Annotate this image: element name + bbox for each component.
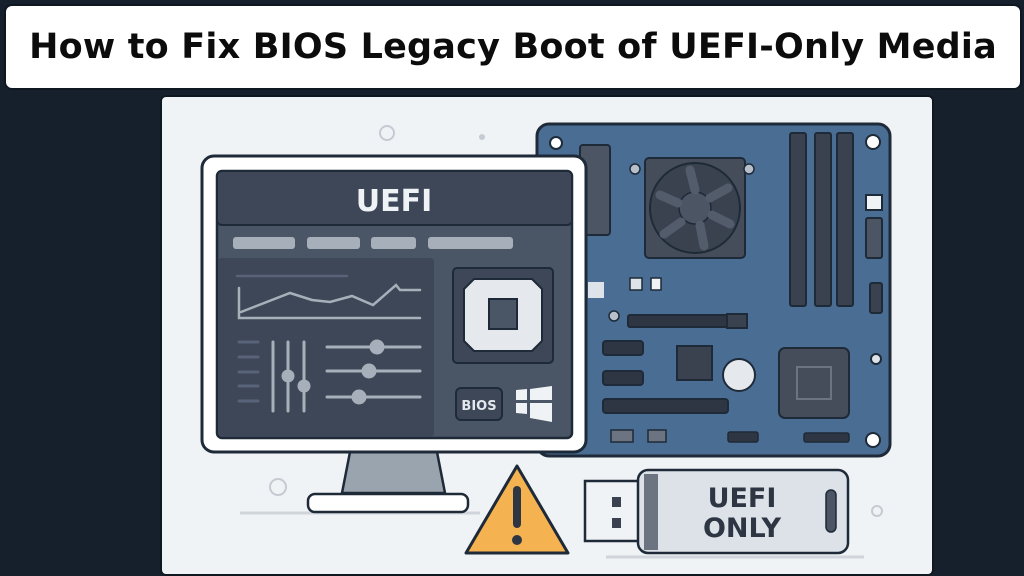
ram-slots xyxy=(789,132,854,307)
decor-circle xyxy=(269,478,287,496)
cpu-fan-icon xyxy=(644,157,746,259)
graph-icon xyxy=(235,274,422,320)
slider-icons xyxy=(237,339,422,413)
windows-logo-icon xyxy=(516,386,552,422)
bios-chip-icon: BIOS xyxy=(455,387,503,421)
cpu-chip-icon xyxy=(452,267,554,364)
usb-label-line2: ONLY xyxy=(703,513,782,544)
bios-label: BIOS xyxy=(461,399,496,414)
usb-drive-icon: UEFI ONLY xyxy=(583,468,850,555)
motherboard xyxy=(535,122,892,458)
monitor: BIOS UEFI xyxy=(200,154,588,514)
usb-label-line1: UEFI xyxy=(708,483,777,514)
decor-circle xyxy=(871,505,883,517)
screen-title: UEFI xyxy=(356,184,433,219)
page-title: How to Fix BIOS Legacy Boot of UEFI-Only… xyxy=(29,27,997,67)
title-banner: How to Fix BIOS Legacy Boot of UEFI-Only… xyxy=(4,4,1022,90)
decor-circle xyxy=(379,125,395,141)
decor-dot xyxy=(479,134,485,140)
warning-icon xyxy=(464,464,570,555)
